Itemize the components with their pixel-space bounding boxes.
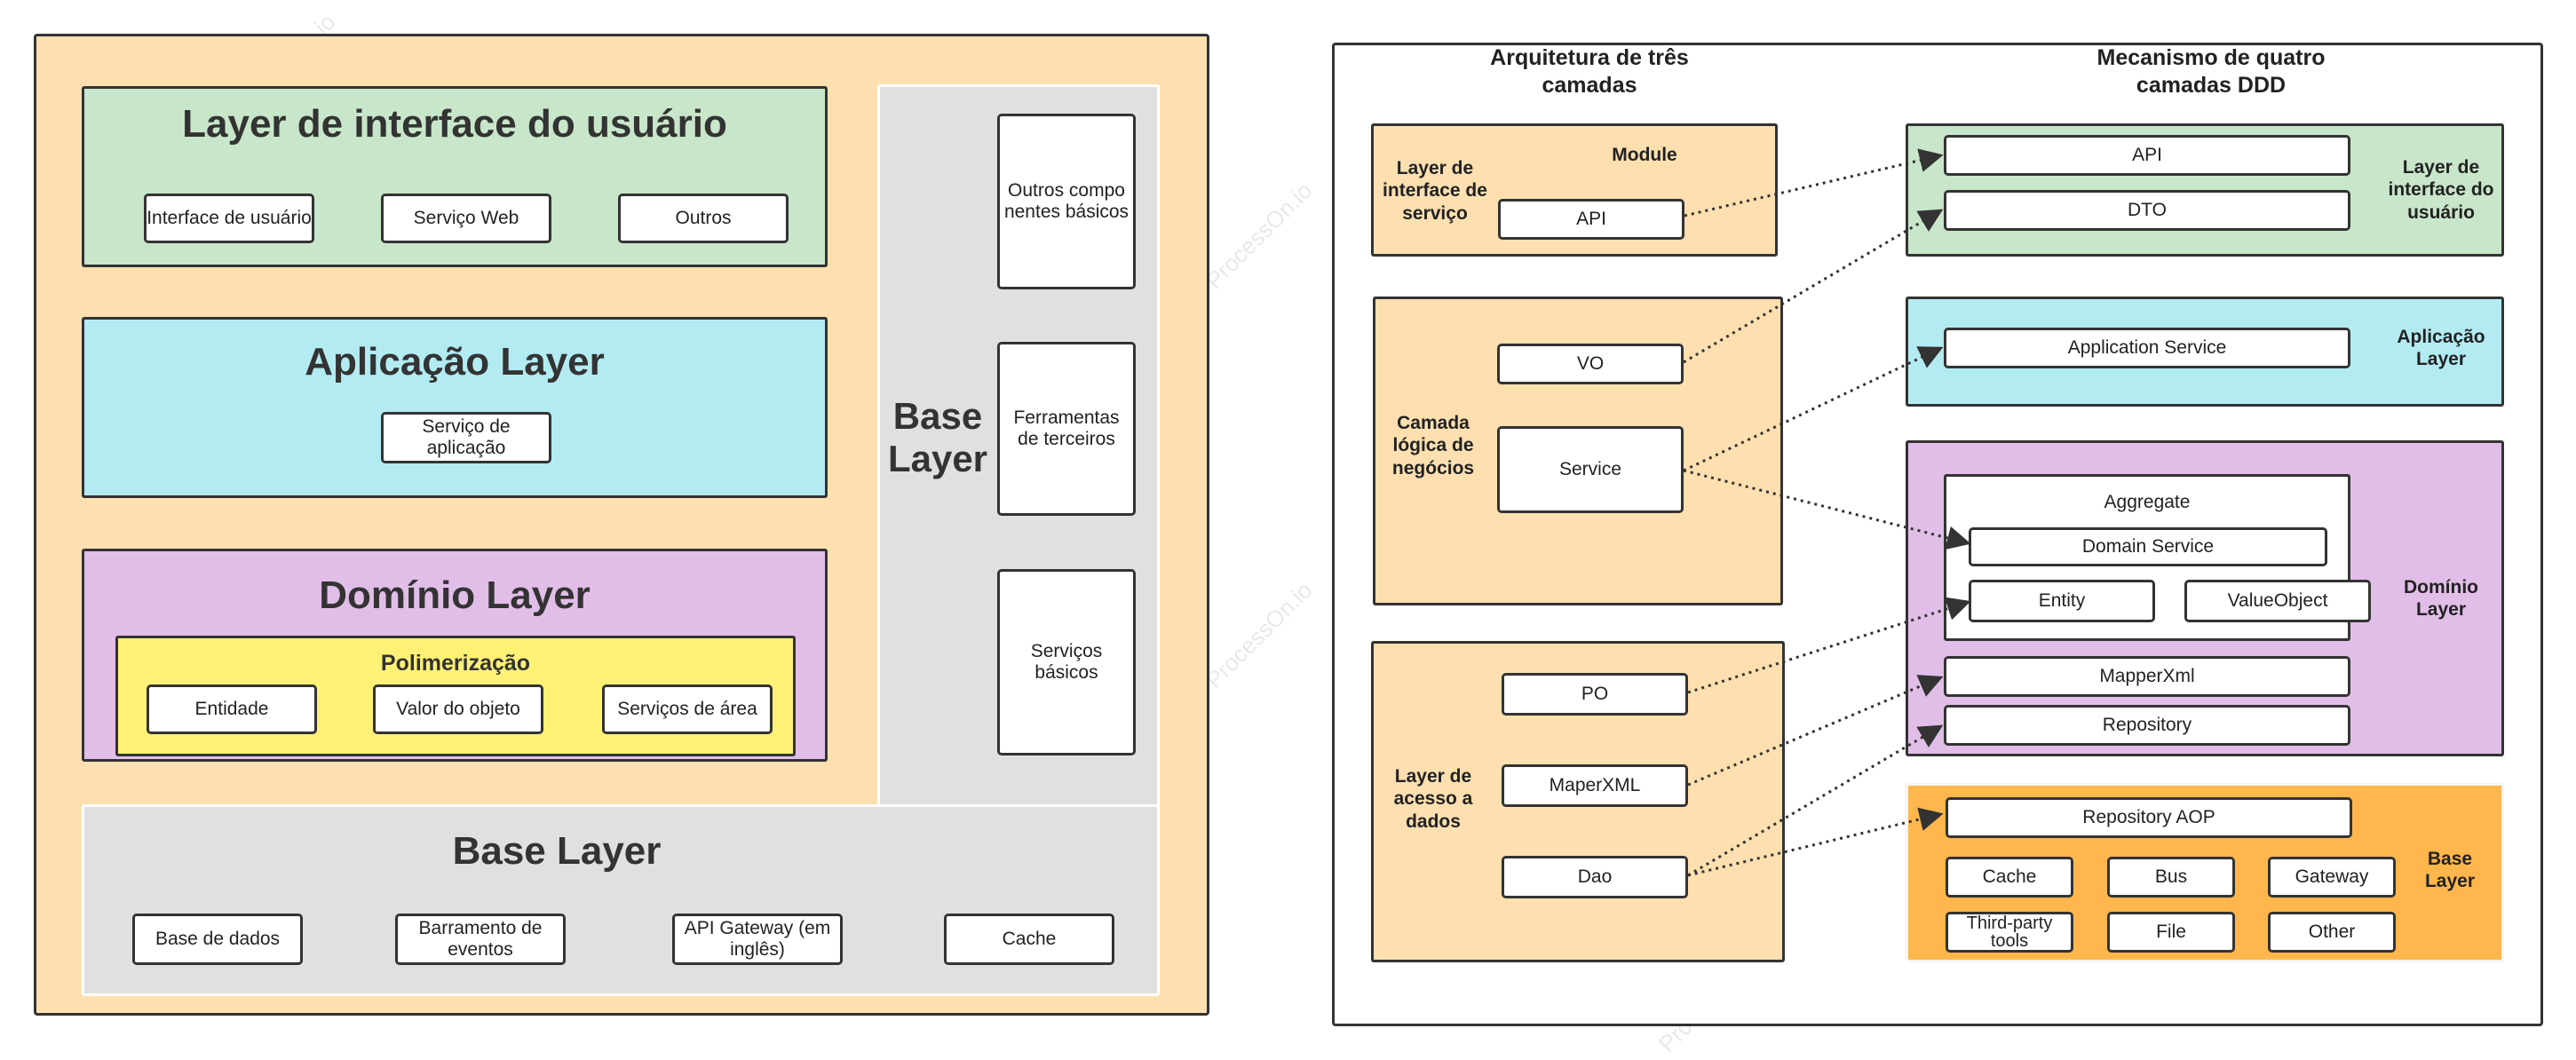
arrow-service-to-app-service [1683, 346, 1944, 472]
ddd-ui-label: Layer de interface do usuário [2388, 157, 2494, 223]
ddd-api-box: API [1944, 135, 2350, 176]
ui-item: Interface de usuário [144, 194, 314, 243]
api-box: API [1498, 199, 1684, 240]
base-item-third-party: Third-party tools [1946, 912, 2073, 953]
repository-aop-box: Repository AOP [1946, 797, 2352, 838]
domain-layer-panel: Domínio Layer Polimerização Entidade Val… [82, 549, 828, 762]
base-item-other: Other [2268, 912, 2396, 953]
value-object-box: ValueObject [2184, 580, 2371, 622]
base-bottom-item: API Gateway (em inglês) [672, 914, 843, 965]
application-layer-panel: Aplicação Layer Serviço de aplicação [82, 317, 828, 498]
arrow-po-to-entity [1687, 597, 1971, 694]
ddd-four-layer-header: Mecanismo de quatro camadas DDD [2096, 44, 2326, 98]
ddd-base-label: Base Layer [2424, 848, 2476, 891]
ui-layer-title: Layer de interface do usuário [182, 102, 727, 146]
application-service-box: Application Service [1944, 328, 2350, 368]
base-layer-column: Base Layer Outros componentes básicos Fe… [877, 84, 1160, 807]
ui-layer-panel: Layer de interface do usuário Interface … [82, 86, 828, 267]
aggregate-label: Aggregate [2104, 492, 2191, 512]
base-column-item: Serviços básicos [997, 569, 1136, 755]
entity-box: Entity [1969, 580, 2155, 622]
domain-layer-title: Domínio Layer [319, 574, 590, 617]
base-layer-column-title: Base Layer [887, 394, 988, 479]
business-logic-layer: Camada lógica de negócios VO Service [1373, 297, 1783, 605]
ui-item: Serviço Web [381, 194, 551, 243]
data-access-label: Layer de acesso a dados [1393, 766, 1473, 832]
ddd-mapperxml-box: MapperXml [1944, 656, 2350, 697]
domain-item: Entidade [147, 684, 317, 734]
base-bottom-item: Barramento de eventos [395, 914, 566, 965]
ddd-ui-layer: API DTO Layer de interface do usuário [1906, 123, 2504, 257]
aggregate-box: Aggregate Domain Service Entity ValueObj… [1944, 474, 2371, 641]
aggregate-panel: Polimerização Entidade Valor do objeto S… [115, 636, 796, 756]
base-layer-bottom-title: Base Layer [452, 829, 662, 873]
arrow-api-to-ddd-api [1684, 148, 1944, 218]
arrow-dao-to-repository-aop [1687, 807, 1944, 877]
vo-box: VO [1497, 344, 1684, 384]
app-item: Serviço de aplicação [381, 412, 551, 463]
service-box: Service [1497, 426, 1684, 513]
base-bottom-item: Base de dados [132, 914, 303, 965]
arrow-vo-to-dto [1683, 209, 1944, 364]
ui-item: Outros [618, 194, 789, 243]
base-layer-bottom-panel: Base Layer Base de dados Barramento de e… [82, 804, 1160, 996]
ddd-base-layer: Repository AOP Cache Bus Gateway Third-p… [1906, 783, 2504, 962]
base-item-cache: Cache [1946, 857, 2073, 898]
three-tier-header: Arquitetura de três camadas [1490, 44, 1689, 98]
mapperxml-box: MaperXML [1502, 764, 1688, 807]
base-column-item: Outros componentes básicos [997, 114, 1136, 289]
arrow-mapper-to-mapperxml [1687, 675, 1944, 787]
repository-box: Repository [1944, 705, 2350, 746]
data-access-layer: Layer de acesso a dados PO MaperXML Dao [1371, 641, 1785, 962]
base-item-file: File [2107, 912, 2235, 953]
dao-box: Dao [1502, 856, 1688, 898]
application-layer-title: Aplicação Layer [305, 340, 605, 384]
ddd-domain-layer: Aggregate Domain Service Entity ValueObj… [1906, 440, 2504, 756]
domain-item: Valor do objeto [373, 684, 543, 734]
base-item-gateway: Gateway [2268, 857, 2396, 898]
ddd-domain-label: Domínio Layer [2404, 576, 2478, 620]
arrow-dao-to-repository [1687, 724, 1944, 877]
service-interface-label: Layer de interface de serviço [1383, 158, 1487, 224]
base-item-bus: Bus [2107, 857, 2235, 898]
ddd-application-layer: Application Service Aplicação Layer [1906, 297, 2504, 407]
business-logic-label: Camada lógica de negócios [1391, 413, 1475, 479]
po-box: PO [1502, 673, 1688, 716]
base-bottom-item: Cache [944, 914, 1114, 965]
base-column-item: Ferramentas de terceiros [997, 342, 1136, 516]
ddd-dto-box: DTO [1944, 190, 2350, 231]
domain-item: Serviços de área [602, 684, 773, 734]
aggregate-title: Polimerização [380, 650, 531, 676]
module-label: Module [1612, 145, 1677, 166]
arrow-service-to-domain-service [1683, 469, 1971, 550]
domain-service-box: Domain Service [1969, 527, 2327, 566]
ddd-application-label: Aplicação Layer [2397, 326, 2485, 369]
service-interface-layer: Layer de interface de serviço Module API [1371, 123, 1778, 257]
